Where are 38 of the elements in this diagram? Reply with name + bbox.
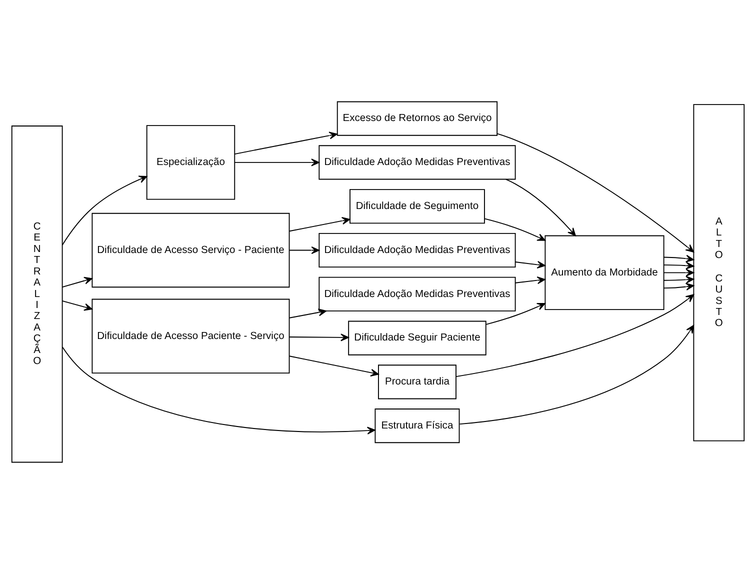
node-box: Dificuldade Adoção Medidas Preventivas [318, 232, 516, 268]
arrow [664, 254, 694, 262]
arrow [289, 334, 349, 342]
arrow [664, 262, 694, 270]
node-box: Especialização [146, 125, 236, 200]
node-box: ALTO CUSTO [693, 104, 745, 442]
node-box: Dificuldade Adoção Medidas Preventivas [318, 276, 516, 312]
node-box: Dificuldade Seguir Paciente [348, 320, 486, 356]
arrow [289, 246, 320, 254]
arrow [456, 294, 694, 378]
arrow [289, 217, 350, 232]
arrow [515, 276, 546, 284]
arrow [515, 260, 546, 268]
arrow [62, 276, 92, 288]
arrow [234, 132, 338, 154]
node-box: Procura tardia [378, 364, 456, 400]
arrow [62, 346, 376, 434]
arrow [289, 356, 379, 376]
node-box: Aumento da Morbidade [544, 235, 664, 310]
arrow [664, 268, 694, 276]
node-box: CENTRALIZAÇÃO [11, 126, 63, 463]
arrow [484, 218, 546, 241]
node-box: Estrutura Física [374, 408, 460, 444]
arrow [234, 158, 320, 166]
node-box: Dificuldade Adoção Medidas Preventivas [318, 145, 516, 180]
arrow [289, 308, 327, 318]
node-box: Excesso de Retornos ao Serviço [336, 101, 498, 136]
arrow [62, 300, 92, 311]
arrow [664, 276, 694, 284]
arrow [62, 176, 148, 246]
arrow [664, 282, 694, 290]
arrow [505, 178, 576, 236]
node-box: Dificuldade de Acesso Serviço - Paciente [92, 212, 290, 288]
arrow [496, 133, 694, 252]
arrow [486, 302, 546, 325]
node-box: Dificuldade de Seguimento [350, 189, 485, 224]
node-box: Dificuldade de Acesso Paciente - Serviço [92, 298, 290, 374]
arrow [459, 324, 694, 424]
